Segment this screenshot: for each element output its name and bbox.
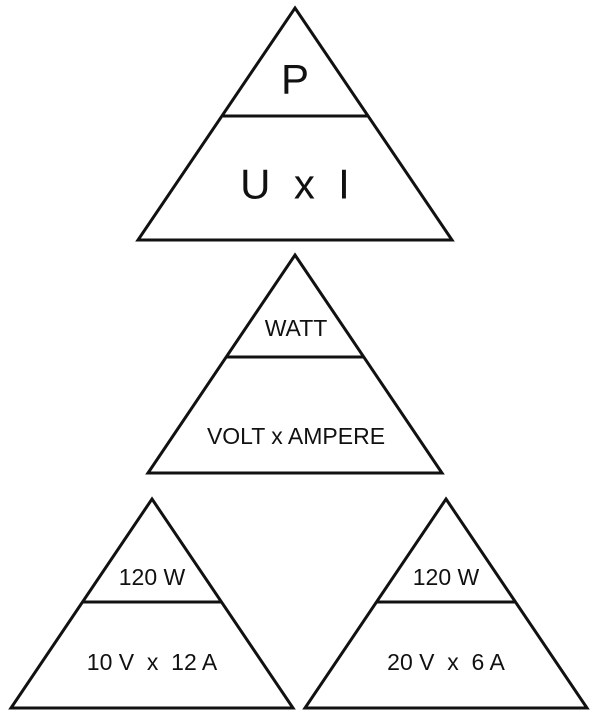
units-bottom-label: VOLT x AMPERE <box>207 423 385 449</box>
formula-top-label: P <box>281 56 309 103</box>
formula-triangle: P U x I <box>135 5 455 242</box>
example-right-triangle: 120 W 20 V x 6 A <box>302 496 590 710</box>
formula-bottom-label: U x I <box>240 161 350 208</box>
units-top-label: WATT <box>265 315 328 341</box>
units-triangle: WATT VOLT x AMPERE <box>145 252 445 475</box>
example-left-top-label: 120 W <box>119 564 186 590</box>
example-right-bottom-label: 20 V x 6 A <box>387 649 505 675</box>
units-triangle-outline <box>145 252 445 475</box>
formula-triangle-outline <box>135 5 455 242</box>
example-left-triangle: 120 W 10 V x 12 A <box>8 496 296 710</box>
example-left-bottom-label: 10 V x 12 A <box>87 649 218 675</box>
example-right-top-label: 120 W <box>413 564 480 590</box>
